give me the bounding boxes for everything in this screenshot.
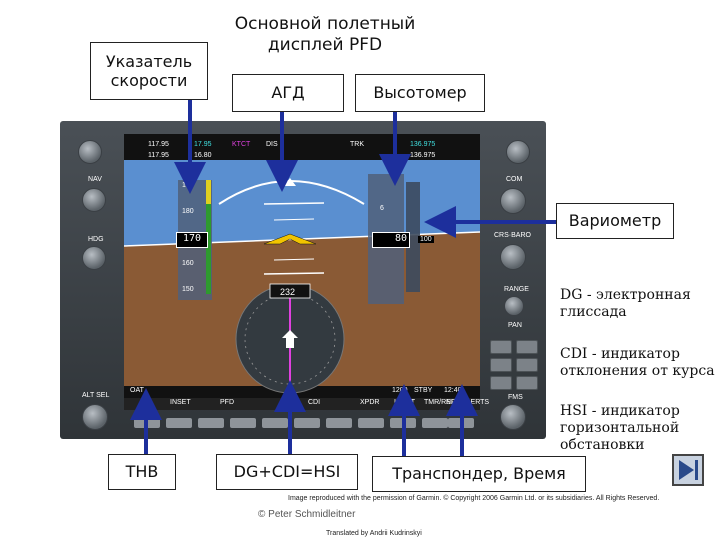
author-credit: © Peter Schmidleitner [258,509,356,520]
fms-knob-label: FMS [508,394,523,401]
hdg-knob[interactable] [82,246,106,270]
altimeter-label: Высотомер [355,74,485,112]
com-knob-label: COM [506,176,523,183]
cdi-note: CDI - индикатор отклонения от курса [560,346,715,379]
clr-button[interactable] [490,376,512,390]
fpl-button[interactable] [490,358,512,372]
direct-to-button[interactable] [490,340,512,354]
nav1-standby: 117.95 [148,152,169,159]
hw-softkey[interactable] [166,418,192,428]
alt-sel-knob[interactable] [82,404,108,430]
dg-cdi-hsi-label: DG+CDI=HSI [216,454,358,490]
pan-knob-label: PAN [508,322,522,329]
range-knob-label: RANGE [504,286,529,293]
softkey-inset[interactable]: INSET [170,399,191,406]
hsi-note: HSI - индикатор горизонтальной обстановк… [560,403,680,453]
diagram-title: Основной полетный дисплей PFD [234,14,416,56]
nav1-active: 117.95 [148,141,169,148]
proc-button[interactable] [516,358,538,372]
hw-softkey[interactable] [294,418,320,428]
agd-label: АГД [232,74,344,112]
dg-note: DG - электронная глиссада [560,287,691,320]
airspeed-tick: 180 [182,208,194,215]
softkey-pfd[interactable]: PFD [220,399,234,406]
range-joystick[interactable] [504,296,524,316]
nav2-standby: 16.80 [194,152,212,159]
transponder-label: Транспондер, Время [372,456,586,492]
vsi-readout: 100 [418,236,434,243]
airspeed-tick: 150 [182,286,194,293]
permission-credit: Image reproduced with the permission of … [288,495,660,502]
translator-credit: Translated by Andrii Kudrinskyi [326,530,422,537]
altitude-readout: 80 [372,232,410,248]
softkey-cdi[interactable]: CDI [308,399,321,406]
airspeed-tick: 160 [182,260,194,267]
hw-softkey[interactable] [422,418,448,428]
hw-softkey[interactable] [198,418,224,428]
hw-softkey[interactable] [358,418,384,428]
nav-knob-label: NAV [88,176,102,183]
thv-label: ТНВ [108,454,176,490]
vsi-label: Вариометр [556,203,674,239]
xpdr-mode: STBY [414,387,433,394]
hw-softkey[interactable] [230,418,256,428]
heading-readout: 232 [280,287,296,297]
com1-active: 136.975 [410,141,436,148]
alt-sel-knob-label: ALT SEL [82,392,110,399]
com1-standby: 136.975 [410,152,436,159]
menu-button[interactable] [516,340,538,354]
nav2-active: 17.95 [194,141,212,148]
hw-softkey[interactable] [326,418,352,428]
softkey-tmr-ref[interactable]: TMR/REF [424,399,456,406]
com-volume-knob[interactable] [506,140,530,164]
dis-label: DIS [266,141,278,148]
nav-knob[interactable] [82,188,106,212]
trk-label: TRK [350,141,364,148]
next-slide-icon[interactable] [672,454,704,486]
airport-id: KTCT [232,141,251,148]
crs-baro-knob[interactable] [500,244,526,270]
airspeed-readout: 170 [176,232,208,248]
nav-volume-knob[interactable] [78,140,102,164]
hdg-knob-label: HDG [88,236,104,243]
com-knob[interactable] [500,188,526,214]
skip-forward-icon [679,460,698,480]
crs-baro-knob-label: CRS·BARO [494,232,531,239]
softkey-xpdr[interactable]: XPDR [360,399,380,406]
airspeed-label: Указатель скорости [90,42,208,100]
hw-softkey[interactable] [262,418,288,428]
ent-button[interactable] [516,376,538,390]
fms-knob[interactable] [500,404,526,430]
altitude-tick: 6 [380,205,384,212]
